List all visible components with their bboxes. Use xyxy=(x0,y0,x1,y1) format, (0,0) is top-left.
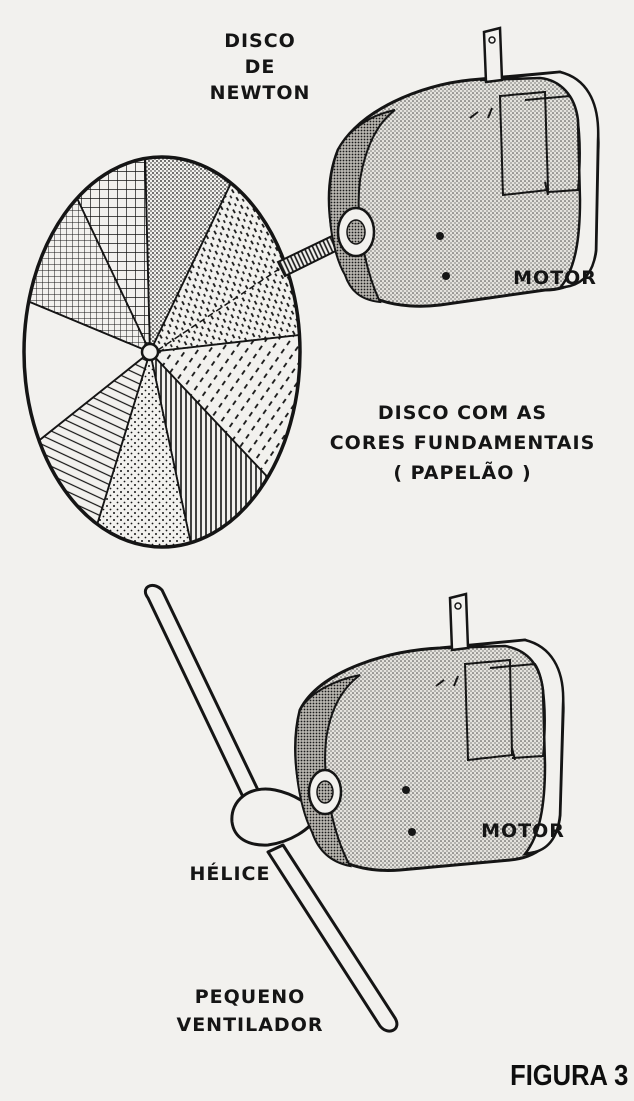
fan-caption-line-2: VENTILADOR xyxy=(176,1014,324,1036)
propeller-text: HÉLICE xyxy=(189,863,271,885)
motor-top-label: MOTOR xyxy=(500,265,610,291)
screw xyxy=(402,786,410,794)
newton-disc xyxy=(22,155,302,549)
motor-bottom-text: MOTOR xyxy=(481,820,565,842)
motor-front-face xyxy=(294,674,361,868)
axis-line xyxy=(157,264,286,351)
screw xyxy=(442,272,450,280)
screw xyxy=(436,232,444,240)
motor-terminal xyxy=(482,26,504,84)
disc-hub xyxy=(140,342,160,362)
figure-number: FIGURA 3 xyxy=(509,1060,628,1092)
fan-caption-line-1: PEQUENO xyxy=(194,986,306,1008)
disc-title-line-2: DE xyxy=(244,56,276,78)
motor-bottom xyxy=(294,592,565,872)
propeller-label: HÉLICE xyxy=(170,861,290,887)
propeller-blade-lower xyxy=(266,843,399,1033)
motor-top-text: MOTOR xyxy=(513,267,597,289)
disc-rim xyxy=(22,155,302,549)
disc-title-label: DISCO DE NEWTON xyxy=(200,28,320,106)
motor-terminal xyxy=(448,592,470,652)
disc-caption-label: DISCO COM AS CORES FUNDAMENTAIS ( PAPELÃ… xyxy=(295,398,630,488)
disc-caption-line-3: ( PAPELÃO ) xyxy=(393,462,532,484)
propeller-blade-upper xyxy=(143,584,272,824)
screw xyxy=(408,828,416,836)
motor-bottom-label: MOTOR xyxy=(468,818,578,844)
fan-caption-label: PEQUENO VENTILADOR xyxy=(165,983,335,1039)
motor-top xyxy=(276,26,600,308)
disc-caption-line-2: CORES FUNDAMENTAIS xyxy=(329,432,596,454)
propeller xyxy=(143,584,399,1033)
disc-title-line-3: NEWTON xyxy=(209,82,311,104)
disc-caption-line-1: DISCO COM AS xyxy=(377,402,548,424)
disc-title-line-1: DISCO xyxy=(224,30,296,52)
